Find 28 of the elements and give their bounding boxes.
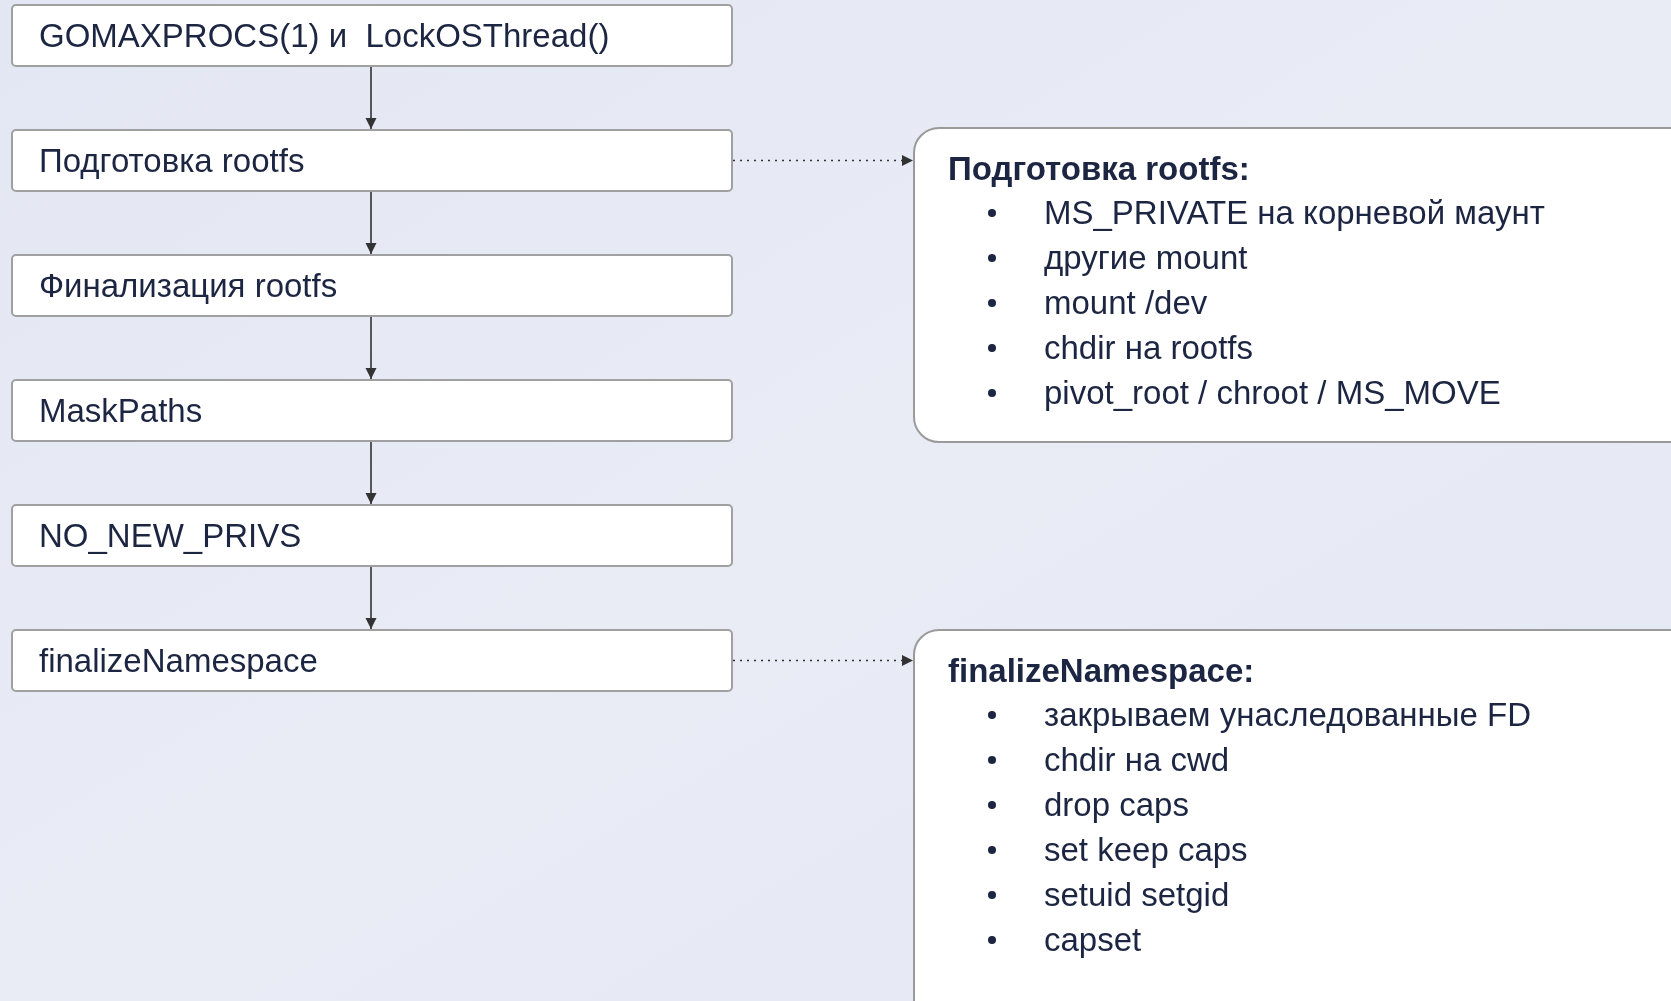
list-item: setuid setgid [1044, 874, 1230, 915]
list-item: pivot_root / chroot / MS_MOVE [1044, 372, 1501, 413]
arrow [732, 654, 914, 667]
arrow [365, 66, 377, 130]
process-box: Финализация rootfs [11, 254, 733, 317]
arrow [365, 566, 377, 630]
process-box: NO_NEW_PRIVS [11, 504, 733, 567]
process-box: GOMAXPROCS(1) и LockOSThread() [11, 4, 733, 67]
detail-panel [913, 127, 1671, 443]
list-item: set keep caps [1044, 829, 1248, 870]
list-item: другие mount [1044, 237, 1248, 278]
list-item: закрываем унаследованные FD [1044, 694, 1531, 735]
process-box: finalizeNamespace [11, 629, 733, 692]
panel-heading: Подготовка rootfs: [948, 149, 1250, 189]
panel-heading: finalizeNamespace: [948, 651, 1255, 691]
list-item: chdir на rootfs [1044, 327, 1253, 368]
arrow [365, 441, 377, 505]
arrow [365, 316, 377, 380]
list-item: chdir на cwd [1044, 739, 1230, 780]
detail-panel [913, 629, 1671, 1001]
list-item: mount /dev [1044, 282, 1208, 323]
list-item: drop caps [1044, 784, 1189, 825]
process-box: MaskPaths [11, 379, 733, 442]
list-item: MS_PRIVATE на корневой маунт [1044, 192, 1545, 233]
list-item: capset [1044, 919, 1142, 960]
arrow [732, 154, 914, 167]
process-box: Подготовка rootfs [11, 129, 733, 192]
arrow [365, 191, 377, 255]
